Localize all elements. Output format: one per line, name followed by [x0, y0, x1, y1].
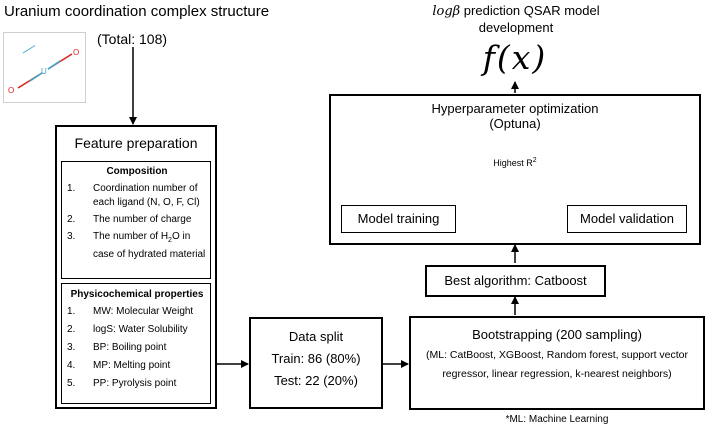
- best-algorithm-label: Best algorithm: Catboost: [444, 273, 587, 288]
- feature-preparation-box: Feature preparation Composition 1.Coordi…: [55, 125, 217, 409]
- physicochemical-box: Physicochemical properties 1.MW: Molecul…: [61, 283, 211, 404]
- molecule-image: O U O: [3, 32, 86, 103]
- physico-item: 5.PP: Pyrolysis point: [67, 378, 177, 389]
- hyperparameter-subtitle: (Optuna): [489, 116, 541, 131]
- data-split-title: Data split: [288, 329, 344, 344]
- physico-item: 4.MP: Melting point: [67, 360, 171, 371]
- bootstrapping-box: Bootstrapping (200 sampling) (ML: CatBoo…: [409, 316, 705, 410]
- uranyl-molecule: O U O: [8, 45, 79, 95]
- logbeta-symbol: logβ: [432, 4, 461, 19]
- bootstrapping-models: (ML: CatBoost, XGBoost, Random forest, s…: [425, 349, 689, 380]
- atom-label: O: [73, 48, 79, 57]
- input-title: Uranium coordination complex structure: [4, 3, 270, 20]
- model-training-label: Model training: [357, 211, 440, 226]
- atom-label: O: [8, 86, 14, 95]
- data-split-train: Train: 86 (80%): [271, 351, 361, 366]
- data-split-test: Test: 22 (20%): [274, 373, 358, 388]
- best-algorithm-box: Best algorithm: Catboost: [425, 265, 606, 297]
- bootstrapping-title: Bootstrapping (200 sampling): [472, 327, 642, 342]
- output-function: f(x): [482, 38, 548, 77]
- composition-item: 1.Coordination number of each ligand (N,…: [67, 183, 200, 208]
- model-training-box: Model training: [341, 205, 456, 233]
- composition-item: 3.The number of H2O in case of hydrated …: [67, 231, 206, 260]
- physico-item: 1.MW: Molecular Weight: [67, 306, 194, 317]
- model-validation-label: Model validation: [580, 211, 674, 226]
- composition-heading: Composition: [106, 166, 168, 177]
- model-validation-box: Model validation: [567, 205, 687, 233]
- output-title: logβ prediction QSAR model development: [432, 3, 600, 35]
- ml-footnote: *ML: Machine Learning: [505, 414, 609, 425]
- composition-box: Composition 1.Coordination number of eac…: [61, 161, 211, 279]
- physico-item: 3.BP: Boiling point: [67, 342, 167, 353]
- physicochemical-heading: Physicochemical properties: [70, 289, 204, 300]
- input-total: (Total: 108): [97, 31, 168, 47]
- physico-item: 2.logS: Water Solubility: [67, 324, 188, 335]
- data-split-box: Data split Train: 86 (80%) Test: 22 (20%…: [249, 317, 383, 409]
- composition-item: 2.The number of charge: [67, 214, 192, 225]
- hyperparameter-title: Hyperparameter optimization: [431, 101, 599, 116]
- decision-label: Highest R2: [493, 157, 537, 168]
- feature-preparation-title: Feature preparation: [74, 135, 198, 151]
- atom-label: U: [41, 67, 47, 76]
